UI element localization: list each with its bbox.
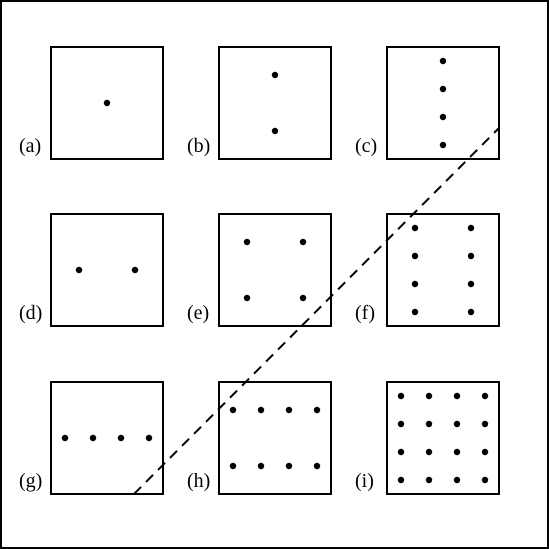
grid-dot: [425, 448, 433, 456]
panel-label: (d): [19, 302, 42, 324]
dot-group: [103, 99, 111, 107]
grid-dot: [397, 448, 405, 456]
panel-box: [386, 213, 500, 327]
panel-i: (i): [355, 381, 500, 495]
grid-dot: [397, 392, 405, 400]
grid-dot: [467, 308, 475, 316]
grid-dot: [411, 280, 419, 288]
grid-dot: [131, 266, 139, 274]
grid-dot: [257, 406, 265, 414]
grid-dot: [285, 406, 293, 414]
grid-dot: [271, 71, 279, 79]
panel-label: (b): [187, 135, 210, 157]
grid-dot: [117, 434, 125, 442]
panel-c: (c): [355, 46, 500, 160]
grid-dot: [313, 462, 321, 470]
grid-dot: [439, 113, 447, 121]
panel-box: [218, 213, 332, 327]
dot-group: [411, 224, 475, 316]
panel-label: (h): [187, 470, 210, 492]
dot-group: [61, 434, 153, 442]
grid-dot: [285, 462, 293, 470]
panel-b: (b): [187, 46, 332, 160]
grid-dot: [453, 420, 461, 428]
grid-dot: [257, 462, 265, 470]
dot-group: [243, 238, 307, 302]
panel-label: (e): [187, 302, 209, 324]
grid-dot: [299, 294, 307, 302]
panel-box: [386, 46, 500, 160]
panel-g: (g): [19, 381, 164, 495]
grid-dot: [397, 476, 405, 484]
grid-dot: [103, 99, 111, 107]
grid-dot: [467, 224, 475, 232]
grid-dot: [313, 406, 321, 414]
grid-dot: [89, 434, 97, 442]
grid-dot: [467, 252, 475, 260]
grid-dot: [453, 448, 461, 456]
panel-d: (d): [19, 213, 164, 327]
panel-label: (a): [19, 135, 41, 157]
grid-dot: [481, 476, 489, 484]
panel-e: (e): [187, 213, 332, 327]
grid-dot: [439, 57, 447, 65]
grid-dot: [411, 308, 419, 316]
grid-dot: [439, 141, 447, 149]
dot-group: [75, 266, 139, 274]
grid-dot: [145, 434, 153, 442]
panel-box: [50, 381, 164, 495]
grid-dot: [481, 448, 489, 456]
grid-dot: [243, 238, 251, 246]
grid-dot: [271, 127, 279, 135]
dot-group: [271, 71, 279, 135]
grid-dot: [467, 280, 475, 288]
grid-dot: [411, 252, 419, 260]
panel-label: (c): [355, 135, 377, 157]
grid-dot: [61, 434, 69, 442]
grid-dot: [453, 392, 461, 400]
panel-f: (f): [355, 213, 500, 327]
dot-group: [439, 57, 447, 149]
grid-dot: [411, 224, 419, 232]
panel-box: [218, 46, 332, 160]
grid-dot: [397, 420, 405, 428]
dot-group: [229, 406, 321, 470]
panel-label: (i): [355, 470, 374, 492]
panel-h: (h): [187, 381, 332, 495]
grid-dot: [453, 476, 461, 484]
grid-dot: [439, 85, 447, 93]
grid-dot: [243, 294, 251, 302]
panel-label: (f): [355, 302, 375, 324]
grid-dot: [229, 406, 237, 414]
panel-label: (g): [19, 470, 42, 492]
grid-dot: [299, 238, 307, 246]
panel-box: [218, 381, 332, 495]
panel-box: [50, 213, 164, 327]
grid-dot: [75, 266, 83, 274]
panel-a: (a): [19, 46, 164, 160]
grid-dot: [425, 420, 433, 428]
dashed-diagonal-line: [133, 127, 500, 495]
dot-group: [397, 392, 489, 484]
grid-dot: [481, 392, 489, 400]
panel-box: [386, 381, 500, 495]
grid-dot: [425, 392, 433, 400]
grid-dot: [425, 476, 433, 484]
grid-dot: [229, 462, 237, 470]
grid-dot: [481, 420, 489, 428]
